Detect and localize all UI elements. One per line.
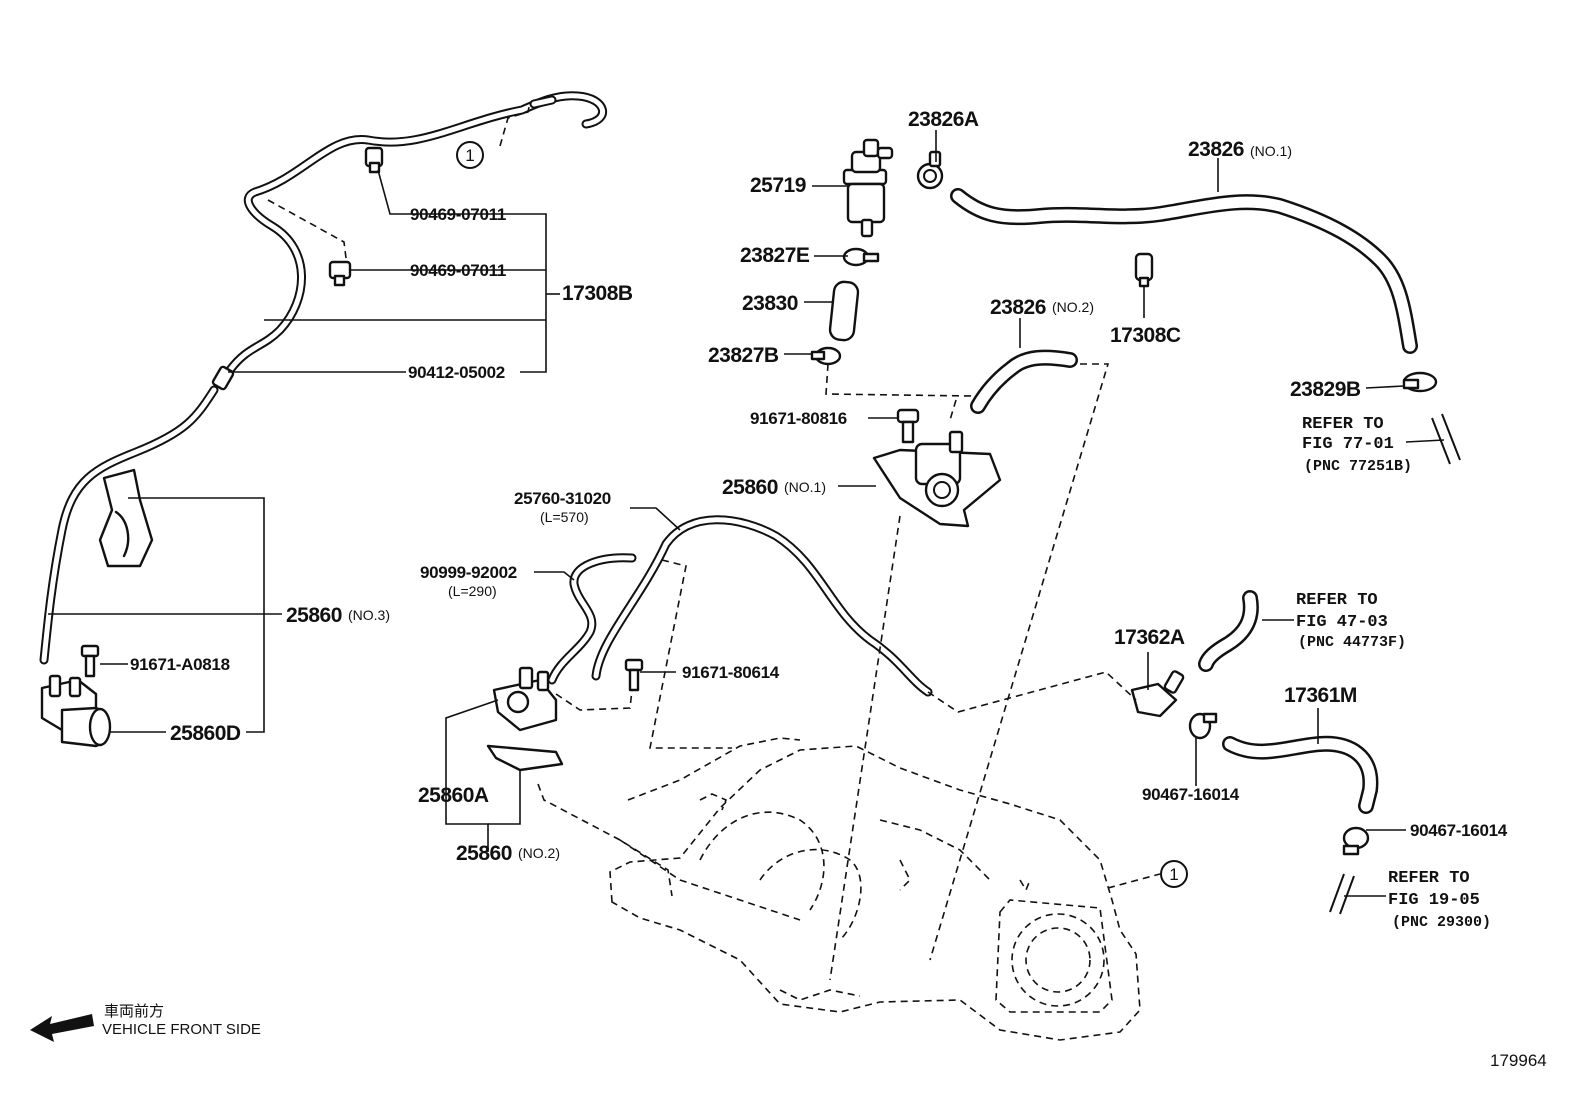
- hose-23826-no2: [970, 349, 1078, 414]
- fitting-17362a: [1130, 670, 1185, 718]
- refer-note-fig-47-03: REFER TO FIG 47-03 (PNC 44773F): [1296, 591, 1406, 651]
- label-25860-no2: 25860: [456, 842, 512, 865]
- bolt-91671-80614: [624, 658, 644, 692]
- label-25719: 25719: [750, 174, 806, 197]
- hose-assembly-17308b: [39, 91, 607, 665]
- dashed-connectors: [267, 101, 1161, 981]
- bolt-91671-a0818: [80, 644, 100, 678]
- clamp-90467-16014-b: [1342, 826, 1370, 856]
- label-17362a: 17362A: [1114, 626, 1185, 649]
- front-side-jp: 車両前方: [104, 1003, 164, 1020]
- clamp-23829b: [1402, 371, 1438, 393]
- svg-text:FIG 47-03: FIG 47-03: [1296, 613, 1388, 632]
- clamp-17308c: [1134, 252, 1154, 288]
- svg-text:(PNC 77251B): (PNC 77251B): [1304, 458, 1412, 475]
- clamp-23826a: [916, 150, 944, 190]
- callout-circle-1-bottom: 1: [1160, 860, 1188, 888]
- hose-ref-fig-47-03: [1198, 590, 1259, 672]
- label-90469-07011-a: 90469-07011: [410, 205, 506, 224]
- clip-90469-07011-a: [364, 146, 384, 174]
- clamp-23827e: [842, 247, 880, 267]
- label-17308c: 17308C: [1110, 324, 1181, 347]
- intake-manifold: [609, 737, 1141, 1041]
- label-90412-05002: 90412-05002: [408, 363, 505, 382]
- vacuum-switch-valve-25860d: [40, 674, 112, 748]
- svg-text:FIG 19-05: FIG 19-05: [1388, 891, 1480, 910]
- label-91671-80816: 91671-80816: [750, 409, 847, 428]
- svg-text:1: 1: [465, 146, 474, 165]
- front-arrow-icon: [30, 1014, 94, 1042]
- label-25860-no3-suffix: (NO.3): [348, 607, 390, 623]
- svg-text:(PNC 29300): (PNC 29300): [1392, 914, 1491, 931]
- bracket-25860-no3: [98, 468, 154, 568]
- label-25760-31020: 25760-31020: [514, 489, 611, 508]
- vehicle-front-indicator: 車両前方 VEHICLE FRONT SIDE: [30, 1003, 261, 1042]
- label-25860d: 25860D: [170, 722, 241, 745]
- hose-ref-fig-19-05: [1329, 873, 1355, 915]
- label-90469-07011-b: 90469-07011: [410, 261, 506, 280]
- clamp-23827b: [810, 346, 842, 366]
- svg-text:FIG 77-01: FIG 77-01: [1302, 435, 1394, 454]
- label-17308b: 17308B: [562, 282, 633, 305]
- label-91671-a0818: 91671-A0818: [130, 655, 230, 674]
- valve-25719: [842, 138, 894, 238]
- hose-25760-31020: [591, 515, 933, 697]
- label-23829b: 23829B: [1290, 378, 1361, 401]
- label-23826-no2-suffix: (NO.2): [1052, 299, 1094, 315]
- vsv-25860-no1: [872, 430, 1002, 528]
- label-23826a: 23826A: [908, 108, 979, 131]
- hose-23826-no1: [950, 188, 1418, 354]
- refer-note-fig-77-01: REFER TO FIG 77-01 (PNC 77251B): [1302, 415, 1412, 475]
- label-25860-no3: 25860: [286, 604, 342, 627]
- label-25760-length: (L=570): [540, 509, 589, 525]
- hose-17361m: [1222, 735, 1379, 814]
- clamp-90467-16014-a: [1188, 712, 1218, 740]
- hose-90999-92002: [547, 553, 637, 685]
- label-23827b: 23827B: [708, 344, 779, 367]
- label-25860a: 25860A: [418, 784, 489, 807]
- label-23826-no1-suffix: (NO.1): [1250, 143, 1292, 159]
- label-25860-no1: 25860: [722, 476, 778, 499]
- bracket-25860-no2: [486, 744, 564, 772]
- label-90467-16014-b: 90467-16014: [1410, 821, 1508, 840]
- clip-90469-07011-b: [328, 260, 352, 287]
- label-23826-no1: 23826: [1188, 138, 1244, 161]
- callout-circle-1-top: 1: [456, 141, 484, 169]
- svg-text:REFER TO: REFER TO: [1302, 415, 1384, 434]
- label-25860-no2-suffix: (NO.2): [518, 845, 560, 861]
- label-23827e: 23827E: [740, 244, 810, 267]
- label-25860-no1-suffix: (NO.1): [784, 479, 826, 495]
- svg-text:(PNC 44773F): (PNC 44773F): [1298, 634, 1406, 651]
- label-17361m: 17361M: [1284, 684, 1357, 707]
- label-90999-length: (L=290): [448, 583, 497, 599]
- hose-joint-90412: [211, 365, 235, 391]
- leader-lines: [48, 130, 1445, 897]
- svg-text:REFER TO: REFER TO: [1388, 869, 1470, 888]
- part-labels: 23826A 25719 23826 (NO.1) 23827E 23830 2…: [130, 108, 1508, 865]
- label-23830: 23830: [742, 292, 798, 315]
- label-90999-92002: 90999-92002: [420, 563, 517, 582]
- vsv-25860a: [492, 666, 558, 732]
- front-side-en: VEHICLE FRONT SIDE: [102, 1021, 261, 1038]
- label-23826-no2: 23826: [990, 296, 1046, 319]
- label-90467-16014-a: 90467-16014: [1142, 785, 1240, 804]
- label-91671-80614: 91671-80614: [682, 663, 780, 682]
- bolt-91671-80816: [896, 408, 920, 444]
- figure-number: 179964: [1490, 1051, 1547, 1070]
- refer-note-fig-19-05: REFER TO FIG 19-05 (PNC 29300): [1388, 869, 1491, 931]
- hose-ref-fig-77-01: [1431, 413, 1461, 465]
- svg-text:1: 1: [1169, 865, 1178, 884]
- hose-23830: [828, 280, 860, 342]
- svg-text:REFER TO: REFER TO: [1296, 591, 1378, 610]
